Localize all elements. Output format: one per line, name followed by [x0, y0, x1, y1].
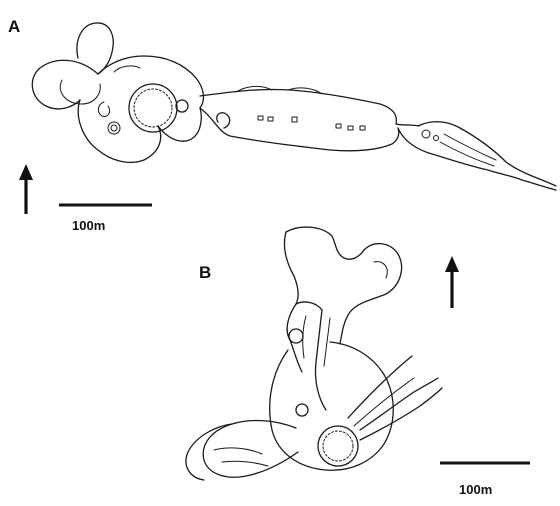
panel-a-north-arrow-icon — [19, 164, 33, 214]
panel-b-upper-lobe — [284, 232, 322, 310]
panel-b-right-passage-1 — [360, 378, 438, 430]
panel-b-lower-left-inner — [214, 448, 262, 454]
panel-b-central-chamber — [270, 342, 394, 470]
panel-a-mark-8 — [434, 136, 439, 141]
panel-b-scale-label: 100m — [459, 482, 492, 497]
panel-b-middle-passage-inner — [324, 318, 330, 366]
panel-a-main-chamber — [98, 56, 203, 108]
panel-b-right-branch-inner — [374, 262, 387, 278]
panel-a-shaft-4 — [217, 113, 230, 128]
panel-b-features — [289, 329, 358, 466]
panel-a-mark-4 — [336, 124, 341, 128]
panel-b-right-passage-2 — [360, 388, 442, 440]
panel-a-passage-top — [200, 89, 418, 126]
panel-b-right-branch — [340, 244, 402, 344]
panel-a-tail-inner-2 — [440, 142, 494, 166]
panel-a-scale-label: 100m — [72, 218, 105, 233]
panel-b-sinkhole-inner — [323, 431, 353, 461]
panel-a-cave-outline — [32, 23, 556, 190]
panel-a-shaft-1 — [176, 100, 188, 112]
panel-a-passage-bottom — [200, 108, 399, 151]
panel-b-north-arrow-icon — [445, 256, 459, 308]
panel-b-right-passage-3 — [348, 356, 412, 418]
panel-b-lower-left-inner-2 — [222, 461, 268, 466]
panel-a-shaft-2 — [98, 102, 109, 116]
panel-b-shaft-1 — [289, 329, 303, 343]
panel-a-features — [98, 84, 438, 141]
panel-b-sinkhole — [318, 426, 358, 466]
panel-a-inner-lobe-2 — [114, 66, 140, 72]
panel-a-tail-top — [418, 122, 556, 186]
panel-b-shaft-2 — [296, 404, 308, 416]
panel-a-shaft-3 — [108, 122, 120, 134]
panel-a-mark-7 — [422, 130, 430, 138]
panel-b-label: B — [199, 263, 211, 283]
panel-a-mark-3 — [292, 117, 297, 122]
panel-a-shaft-3-inner — [111, 125, 117, 131]
panel-a-mark-5 — [348, 126, 353, 130]
panel-a-main-chamber-lower — [158, 108, 201, 141]
panel-a-left-lobe — [32, 60, 98, 109]
panel-b-upper-lobe-right — [286, 227, 364, 259]
panel-a-tail-bottom — [398, 128, 556, 190]
panel-a-sinkhole — [129, 84, 177, 132]
panel-a-sinkhole-inner — [134, 89, 172, 127]
panel-a-label: A — [8, 17, 20, 37]
panel-b-lower-left-lobe-2 — [186, 424, 232, 480]
panel-a-mark-1 — [258, 116, 263, 120]
panel-a-mark-6 — [360, 126, 365, 130]
panel-a-mark-2 — [268, 117, 273, 121]
panel-b-cave-outline — [186, 227, 442, 480]
